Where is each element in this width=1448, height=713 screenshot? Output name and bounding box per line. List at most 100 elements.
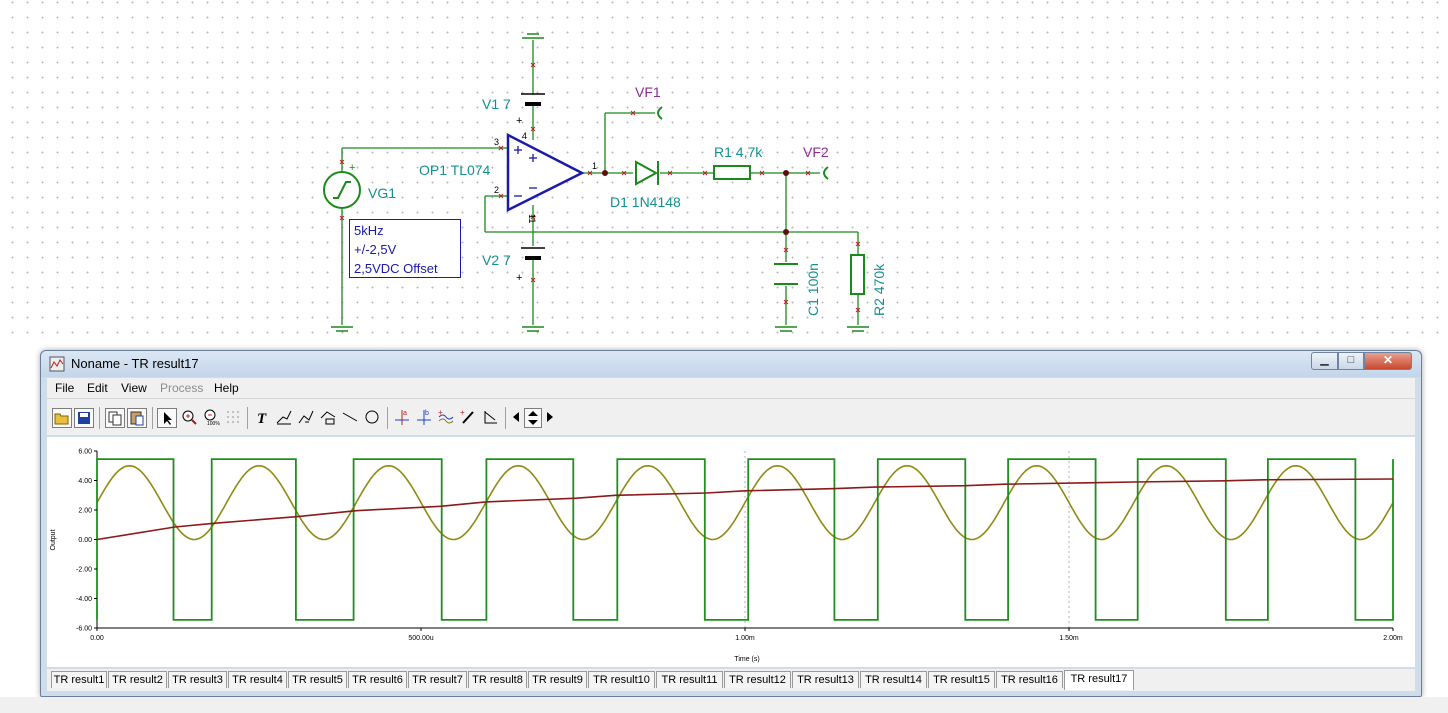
minimize-button[interactable]: ▁: [1311, 352, 1338, 370]
tab-tr-result2[interactable]: TR result2: [108, 671, 167, 688]
dc-series: [96, 478, 1394, 541]
tab-tr-result9[interactable]: TR result9: [528, 671, 587, 688]
d1-label: D1 1N4148: [610, 194, 681, 210]
menu-edit[interactable]: Edit: [87, 381, 108, 395]
tab-tr-result10[interactable]: TR result10: [588, 671, 655, 688]
y-tick-label: -6.00: [76, 626, 92, 633]
pen-icon[interactable]: +: [458, 408, 478, 428]
trace-2-icon[interactable]: [296, 408, 316, 428]
right-arrow-icon[interactable]: [543, 408, 557, 428]
copy-icon[interactable]: [105, 408, 125, 428]
op1-label: OP1 TL074: [419, 162, 491, 178]
pin-2-label: 2: [494, 185, 499, 195]
menu-view[interactable]: View: [121, 381, 147, 395]
trace-icon[interactable]: [274, 408, 294, 428]
svg-text:a: a: [403, 410, 407, 417]
svg-text:b: b: [425, 410, 429, 417]
pointer-icon[interactable]: [157, 408, 177, 428]
tab-tr-result16[interactable]: TR result16: [996, 671, 1063, 688]
pin-11-label: 11: [527, 214, 537, 223]
circle-icon[interactable]: [362, 408, 382, 428]
grid-icon[interactable]: [223, 408, 243, 428]
v2-label: V2 7: [482, 252, 511, 268]
v1-label: V1 7: [482, 96, 511, 112]
svg-text:+: +: [460, 408, 465, 417]
maximize-button[interactable]: □: [1338, 352, 1364, 370]
note-line-2: +/-2,5V: [354, 242, 397, 257]
angle-icon[interactable]: [480, 408, 500, 428]
tab-tr-result11[interactable]: TR result11: [656, 671, 723, 688]
junction-dots: [602, 170, 789, 235]
tab-tr-result8[interactable]: TR result8: [468, 671, 527, 688]
tab-tr-result14[interactable]: TR result14: [860, 671, 927, 688]
cursor-b-icon[interactable]: b: [414, 408, 434, 428]
tab-tr-result7[interactable]: TR result7: [408, 671, 467, 688]
vg1-label: VG1: [368, 185, 396, 201]
r1-resistor: [713, 165, 751, 180]
svg-text:+: +: [438, 408, 443, 417]
close-button[interactable]: ✕: [1364, 352, 1412, 370]
tab-tr-result1[interactable]: TR result1: [51, 671, 107, 688]
c1-capacitor: [774, 263, 798, 285]
updown-icon[interactable]: [524, 408, 542, 428]
r1-label: R1 4,7k: [714, 144, 763, 160]
zoom-in-icon[interactable]: [179, 408, 199, 428]
ground-symbols: [331, 33, 869, 332]
x-tick-label: 500.00u: [408, 635, 433, 642]
note-line-3: 2,5VDC Offset: [354, 261, 438, 276]
y-tick-label: 0.00: [78, 537, 92, 544]
pin-3-label: 3: [494, 137, 499, 147]
save-icon[interactable]: [74, 408, 94, 428]
menu-help[interactable]: Help: [214, 381, 239, 395]
x-tick-label: 1.00m: [735, 635, 755, 642]
y-tick-label: 2.00: [78, 508, 92, 515]
toolbar-separator: [505, 407, 506, 429]
toolbar-separator: [387, 407, 388, 429]
cursor-a-icon[interactable]: a: [392, 408, 412, 428]
y-tick-label: 4.00: [78, 478, 92, 485]
bottom-strip: [0, 697, 1448, 713]
tab-tr-result3[interactable]: TR result3: [168, 671, 227, 688]
wires: [341, 40, 859, 325]
y-tick-label: -2.00: [76, 567, 92, 574]
markers-icon[interactable]: +: [436, 408, 456, 428]
c1-label: C1 100n: [805, 263, 821, 316]
batteries: [521, 93, 545, 260]
menu-file[interactable]: File: [55, 381, 75, 395]
vf1-label: VF1: [635, 84, 661, 100]
r2-resistor: [850, 254, 865, 295]
menu-process[interactable]: Process: [160, 381, 204, 395]
zoom-100-icon[interactable]: 100%: [201, 408, 221, 428]
tab-tr-result17[interactable]: TR result17: [1064, 670, 1134, 690]
text-icon[interactable]: T: [252, 408, 272, 428]
tab-tr-result6[interactable]: TR result6: [348, 671, 407, 688]
sine-series: [96, 464, 1394, 541]
paste-icon[interactable]: [127, 408, 147, 428]
trace-3-icon[interactable]: [318, 408, 338, 428]
pin-markers: [339, 62, 861, 313]
schematic-canvas[interactable]: V1 7 V2 7 OP1 TL074 VG1 VF1 VF2 R1 4,7k …: [0, 0, 1448, 345]
title-bar[interactable]: Noname - TR result17 ▁ □ ✕: [41, 351, 1421, 377]
x-tick-label: 1.50m: [1059, 635, 1079, 642]
tab-tr-result12[interactable]: TR result12: [724, 671, 791, 688]
x-tick-label: 2.00m: [1383, 635, 1403, 642]
generator-note: 5kHz +/-2,5V 2,5VDC Offset: [349, 219, 461, 278]
x-tick-label: 0.00: [90, 635, 104, 642]
tab-tr-result4[interactable]: TR result4: [228, 671, 287, 688]
vf2-label: VF2: [803, 144, 829, 160]
y-tick-labels: 6.004.002.000.00-2.00-4.00-6.00: [76, 449, 97, 633]
left-arrow-icon[interactable]: [509, 408, 523, 428]
line-icon[interactable]: [340, 408, 360, 428]
open-folder-icon[interactable]: [52, 408, 72, 428]
tab-tr-result5[interactable]: TR result5: [288, 671, 347, 688]
toolbar-separator: [99, 407, 100, 429]
toolbar-separator: [152, 407, 153, 429]
tab-tr-result13[interactable]: TR result13: [792, 671, 859, 688]
vg1-plus-label: +: [349, 162, 355, 174]
window-title: Noname - TR result17: [71, 356, 199, 371]
result-window[interactable]: Noname - TR result17 ▁ □ ✕ File Edit Vie…: [40, 350, 1422, 697]
tab-tr-result15[interactable]: TR result15: [928, 671, 995, 688]
